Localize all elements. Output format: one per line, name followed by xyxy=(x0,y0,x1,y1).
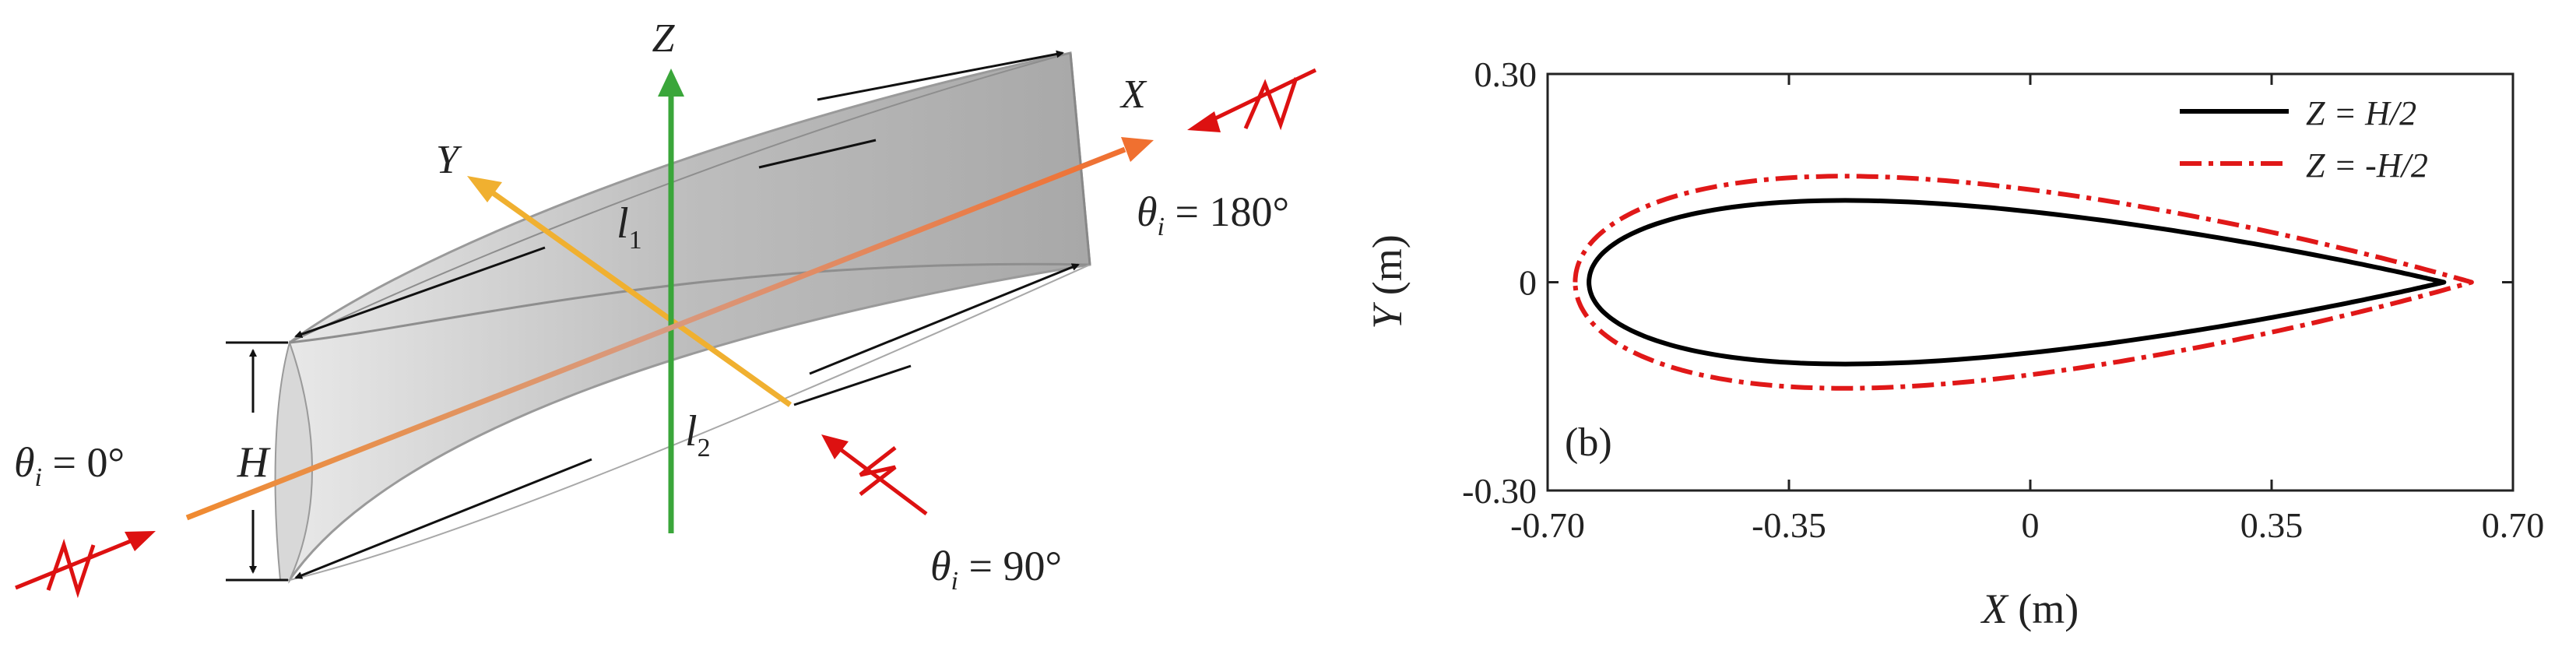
panel-b-profile-plot: -0.70 -0.35 0 0.35 0.70 -0.30 0 0.30 Z = H/2 Z … xyxy=(1364,54,2544,632)
angle-label-180: θi = 180° xyxy=(1137,188,1289,241)
span-labels: l1 l2 xyxy=(617,199,711,462)
profile-upper-section xyxy=(1587,198,2447,367)
z-axis-label: Z xyxy=(652,16,676,61)
chord-arrows xyxy=(294,50,1080,579)
angle-label-0: θi = 0° xyxy=(14,439,125,492)
legend-label-upper: Z = H/2 xyxy=(2306,94,2416,132)
legend-label-lower: Z = -H/2 xyxy=(2306,146,2428,185)
y-tick-label: -0.30 xyxy=(1462,471,1537,511)
wing-body xyxy=(274,51,1091,584)
profile-lower-section xyxy=(1573,174,2474,391)
y-axis-label: Y xyxy=(436,138,462,182)
x-tick-label: 0 xyxy=(2022,505,2040,545)
height-label: H xyxy=(237,438,271,487)
incident-wave-0 xyxy=(15,531,156,599)
plot-frame xyxy=(1546,72,2514,492)
x-axis-label: X xyxy=(1119,72,1147,117)
y-axis: Y xyxy=(436,138,792,407)
panel-a-wing-schematic: H Y Z X l1 l2 xyxy=(14,16,1317,599)
z-axis: Z xyxy=(652,16,684,533)
x-tick-label: 0.35 xyxy=(2240,505,2304,545)
x-axis: X xyxy=(185,72,1154,521)
legend: Z = H/2 Z = -H/2 xyxy=(2180,94,2428,185)
x-tick-label: -0.35 xyxy=(1752,505,1826,545)
y-tick-label: 0 xyxy=(1519,263,1537,303)
incident-wave-90 xyxy=(821,434,928,515)
y-axis-title: Y (m) xyxy=(1364,234,1411,329)
axis-ticks: -0.70 -0.35 0 0.35 0.70 -0.30 0 0.30 xyxy=(1462,54,2544,545)
x-tick-label: -0.70 xyxy=(1510,505,1585,545)
l2-label: l2 xyxy=(685,407,711,462)
panel-b-caption: (b) xyxy=(1565,420,1612,465)
series-layer xyxy=(1573,174,2474,391)
incident-wave-180 xyxy=(1187,68,1317,132)
height-dimension: H xyxy=(226,341,288,582)
angle-label-90: θi = 90° xyxy=(930,543,1062,596)
l1-label: l1 xyxy=(617,199,642,255)
y-tick-label: 0.30 xyxy=(1474,54,1538,94)
x-tick-label: 0.70 xyxy=(2482,505,2545,545)
x-axis-title: X (m) xyxy=(1980,585,2079,632)
